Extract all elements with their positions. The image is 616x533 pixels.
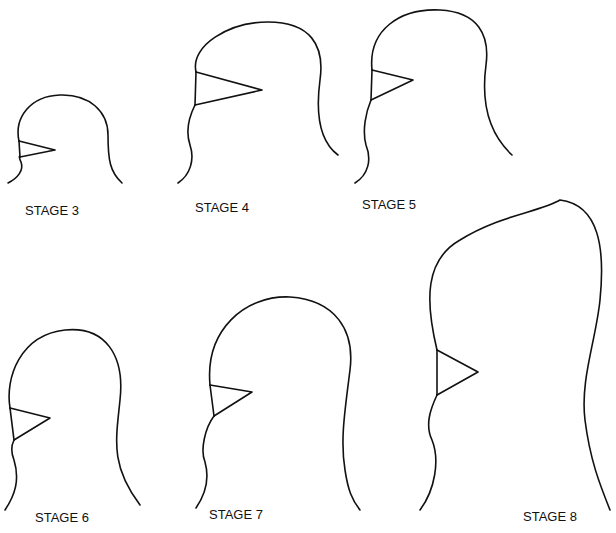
head-outline [355,10,512,183]
stage-label: STAGE 3 [25,204,79,217]
stage-label: STAGE 6 [35,511,89,524]
head-outline [5,330,140,510]
stage-label: STAGE 5 [362,198,416,211]
stage-label: STAGE 7 [209,508,263,521]
head-outline [196,297,360,510]
head-outline [178,22,338,183]
head-outline [420,200,610,510]
stage-label: STAGE 4 [195,201,249,214]
head-outline [8,95,122,183]
stage-label: STAGE 8 [523,510,577,523]
